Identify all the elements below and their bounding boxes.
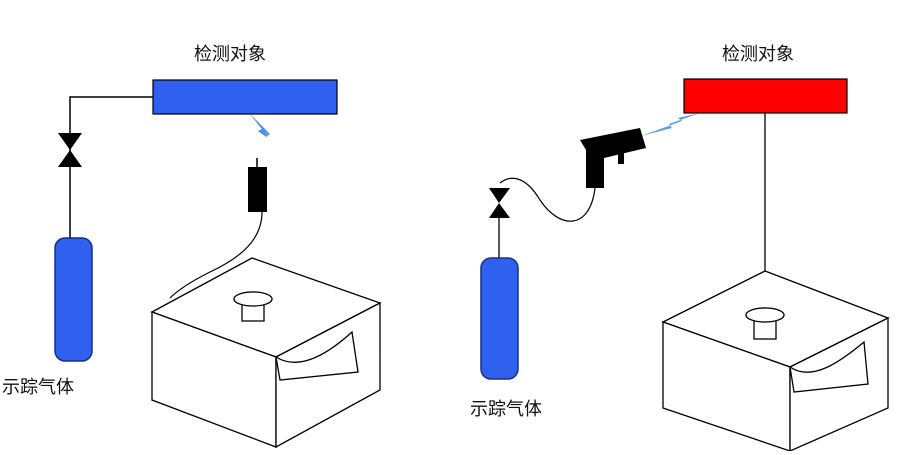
left-scene	[54, 79, 382, 449]
left-gas-label: 示踪气体	[2, 377, 74, 398]
right-detector-box	[661, 270, 890, 452]
right-gas-label: 示踪气体	[470, 399, 542, 420]
left-leak-flash-icon	[250, 114, 286, 152]
left-detector-probe	[248, 167, 267, 212]
left-target-label: 检测对象	[194, 44, 266, 65]
left-valve-icon	[58, 133, 82, 167]
left-probe-cable	[169, 211, 263, 299]
left-gas-pipe	[69, 96, 153, 238]
left-target-object	[152, 79, 338, 115]
left-detector-box	[150, 257, 382, 449]
right-valve-icon	[489, 188, 510, 218]
right-probe-hose	[499, 177, 596, 222]
right-sniffer-gun-icon	[580, 128, 646, 188]
right-gas-cylinder	[480, 257, 519, 380]
right-leak-flash-icon	[641, 113, 700, 136]
right-target-label: 检测对象	[722, 44, 794, 65]
right-scene	[480, 78, 890, 452]
right-target-object	[683, 78, 848, 114]
left-gas-cylinder	[54, 237, 93, 362]
